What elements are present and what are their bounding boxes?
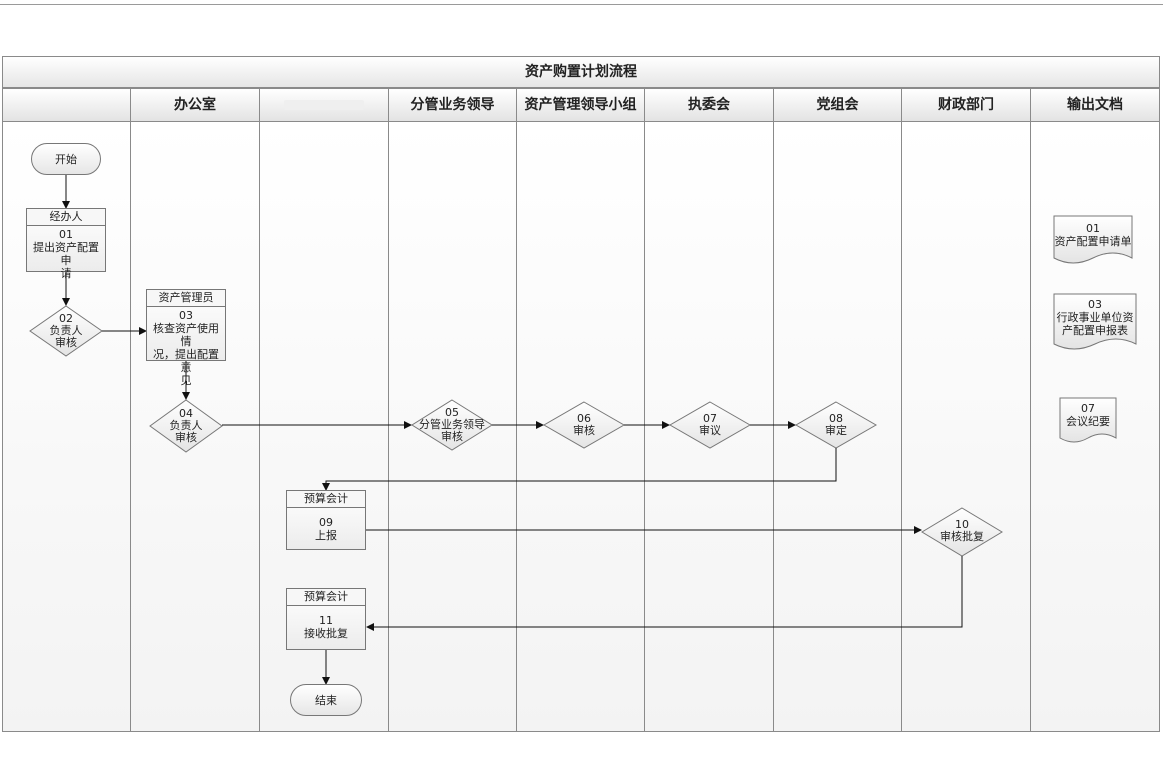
- document-number: 07: [1081, 402, 1095, 415]
- lane-header-finance: 财政部门: [902, 88, 1031, 122]
- task-role: 预算会计: [287, 491, 365, 508]
- decision-number: 10: [955, 518, 969, 531]
- task-text: 接收批复: [304, 627, 348, 640]
- decision-05-shape: [411, 399, 493, 451]
- task-text: 核查资产使用情: [153, 322, 219, 348]
- task-11: 预算会计 11 接收批复: [286, 588, 366, 650]
- decision-07: 07 审议: [670, 410, 750, 440]
- end-terminator: 结束: [290, 684, 362, 716]
- task-role: 资产管理员: [147, 290, 225, 307]
- document-text: 产配置申报表: [1062, 323, 1128, 337]
- document-01-shape: [1053, 215, 1133, 264]
- document-number: 01: [1086, 222, 1100, 235]
- decision-number: 07: [703, 412, 717, 425]
- decision-number: 08: [829, 412, 843, 425]
- lane-header-business-leader: 分管业务领导: [389, 88, 517, 122]
- decision-number: 05: [445, 406, 459, 419]
- task-03: 资产管理员 03 核查资产使用情 况，提出配置意 见: [146, 289, 226, 387]
- task-text: 请: [60, 267, 72, 280]
- lane-body: [902, 122, 1031, 732]
- lane-header-office: 办公室: [131, 88, 260, 122]
- obscured-label: [284, 100, 364, 110]
- task-09: 预算会计 09 上报: [286, 490, 366, 550]
- decision-text: 审议: [699, 424, 721, 437]
- task-number: 01: [59, 228, 73, 241]
- decision-02-shape: [29, 305, 103, 357]
- document-07: 07 会议纪要: [1060, 398, 1116, 432]
- task-role: 预算会计: [287, 589, 365, 606]
- document-text: 行政事业单位资: [1056, 310, 1134, 324]
- task-text: 提出资产配置申: [33, 241, 99, 267]
- document-text: 资产配置申请单: [1054, 235, 1132, 248]
- decision-number: 04: [179, 407, 193, 420]
- decision-08: 08 审定: [796, 410, 876, 440]
- decision-06-shape: [542, 401, 626, 449]
- task-text: 见: [180, 374, 192, 387]
- task-number: 03: [179, 309, 193, 322]
- document-text: 会议纪要: [1066, 415, 1110, 428]
- arrow-10-to-11: [366, 556, 963, 631]
- document-03-shape: [1053, 293, 1137, 350]
- lane-header-executive: 执委会: [645, 88, 774, 122]
- lane-header-asset-group: 资产管理领导小组: [517, 88, 645, 122]
- document-03: 03 行政事业单位资 产配置申报表: [1054, 294, 1136, 340]
- decision-text: 分管业务领导: [419, 418, 485, 431]
- decision-10: 10 审核批复: [922, 516, 1002, 546]
- start-terminator: 开始: [31, 143, 101, 175]
- task-role: 经办人: [27, 209, 105, 226]
- decision-text: 审核批复: [940, 530, 984, 543]
- task-number: 11: [319, 614, 333, 627]
- decision-text: 负责人: [49, 324, 83, 337]
- arrow-08-to-09: [322, 448, 837, 491]
- lane-header-party-group: 党组会: [774, 88, 902, 122]
- diagram-title: 资产购置计划流程: [2, 56, 1160, 88]
- task-text: 上报: [315, 529, 337, 542]
- lane-header-output-docs: 输出文档: [1031, 88, 1160, 122]
- task-number: 09: [319, 516, 333, 529]
- decision-04: 04 负责人 审核: [150, 406, 222, 446]
- decision-06: 06 审核: [544, 410, 624, 440]
- decision-04-shape: [149, 399, 223, 453]
- decision-number: 06: [577, 412, 591, 425]
- top-divider: [0, 4, 1163, 5]
- decision-number: 02: [59, 312, 73, 325]
- decision-02: 02 负责人 审核: [30, 312, 102, 350]
- lane-header-blurred: [260, 88, 389, 122]
- decision-07-shape: [668, 401, 752, 449]
- decision-text: 负责人: [169, 419, 203, 432]
- decision-text: 审核: [55, 336, 77, 349]
- lane-header-0: [2, 88, 131, 122]
- task-01: 经办人 01 提出资产配置申 请: [26, 208, 106, 280]
- task-text: 况，提出配置意: [153, 348, 219, 374]
- document-07-shape: [1059, 397, 1117, 443]
- decision-text: 审核: [573, 424, 595, 437]
- decision-text: 审定: [825, 424, 847, 437]
- decision-05: 05 分管业务领导 审核: [410, 405, 494, 445]
- document-01: 01 资产配置申请单: [1054, 218, 1132, 252]
- document-number: 03: [1088, 297, 1102, 311]
- decision-text: 审核: [175, 431, 197, 444]
- decision-text: 审核: [441, 430, 463, 443]
